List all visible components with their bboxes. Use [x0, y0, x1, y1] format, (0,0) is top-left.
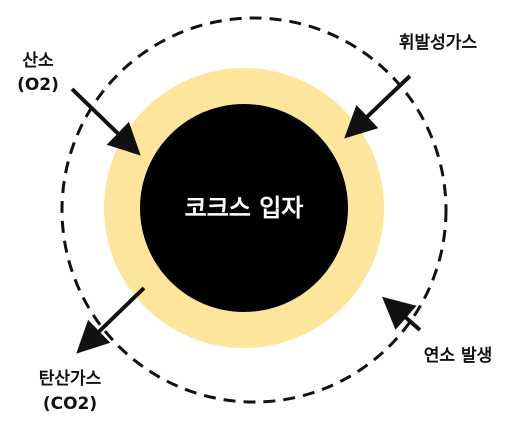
oxygen-label-line2: (O2) [17, 75, 59, 95]
volatile-gas-label: 휘발성가스 [399, 32, 478, 53]
volatile-gas-arrow [344, 74, 412, 139]
carbon-dioxide-arrow [76, 286, 146, 354]
carbon-dioxide-label-line2: (CO2) [43, 394, 97, 414]
coke-particle-core [140, 104, 348, 312]
oxygen-label-line1: 산소 [22, 51, 54, 71]
core-label: 코크스 입자 [185, 194, 304, 222]
combustion-arrow [381, 296, 422, 332]
carbon-dioxide-label-line1: 탄산가스 [39, 369, 102, 389]
oxygen-arrow [70, 87, 141, 156]
combustion-label: 연소 발생 [424, 346, 492, 366]
outer-dashed-boundary [60, 16, 448, 404]
